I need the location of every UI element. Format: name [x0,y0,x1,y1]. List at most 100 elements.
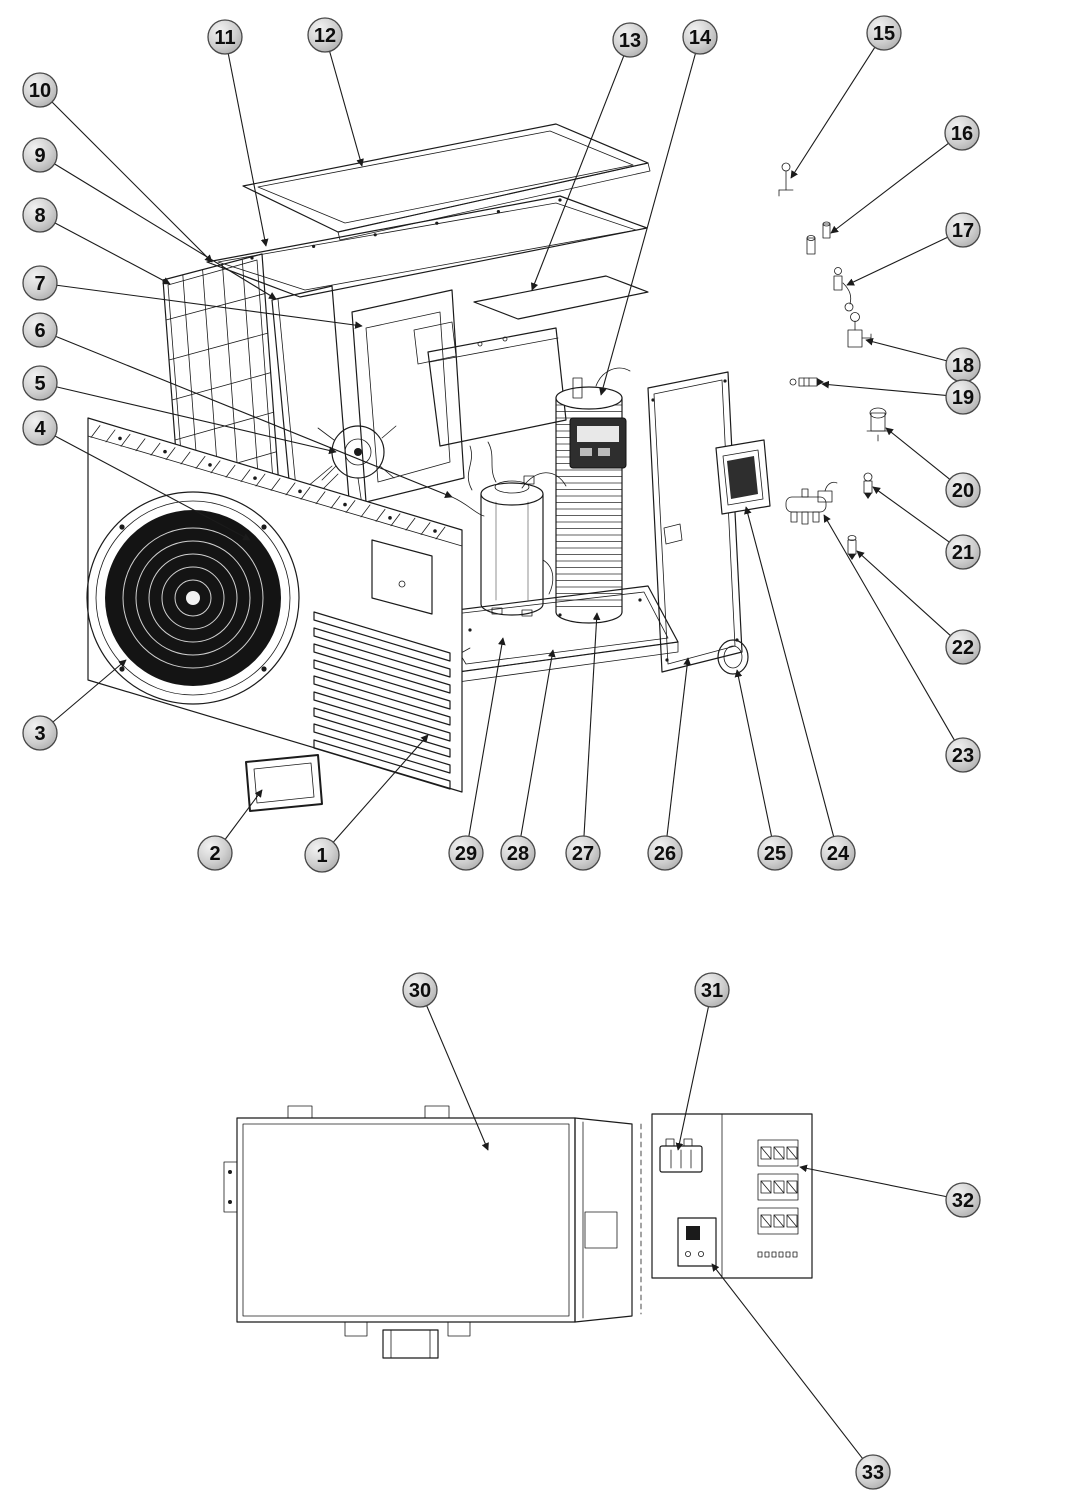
callout-leader [530,55,625,291]
callout-bubble [945,1182,981,1218]
part-15-fitting [778,162,794,197]
callout-17: 17 [846,212,981,286]
callout-leader [583,612,601,837]
callout-23: 23 [823,514,981,773]
callout-4: 4 [22,410,251,541]
callout-bubble [855,1454,891,1490]
callout-leader [666,657,692,837]
callout-leader [332,734,429,843]
callout-leader [224,789,263,840]
callout-18: 18 [865,338,981,383]
callout-bubble [945,629,981,665]
callout-13: 13 [530,22,648,291]
round-gasket [717,639,749,675]
callout-leader [675,1006,710,1151]
callout-9: 9 [22,137,277,300]
callout-number: 14 [689,27,712,49]
callout-number: 4 [34,418,46,440]
base-pan [424,585,679,683]
callout-bubble [945,534,981,570]
callout-leader [885,427,951,480]
callout-number: 17 [952,220,974,242]
callout-number: 28 [507,843,529,865]
callout-leader [54,435,251,541]
controller-display [569,417,627,469]
callout-8: 8 [22,197,171,285]
callout-bubble [612,22,648,58]
callout-leader [711,1263,864,1459]
callout-number: 21 [952,542,974,564]
panel-hatch [90,425,446,540]
callout-number: 7 [34,273,45,295]
callout-leader [227,53,269,247]
callout-number: 5 [34,373,45,395]
upper-exploded-view [86,123,890,812]
mid-top-panel [206,195,648,298]
part-17-sensor [833,267,854,312]
callout-number: 23 [952,745,974,767]
terminal-blocks [757,1139,799,1258]
lower-chassis-view [223,1105,813,1359]
callout-leader [865,338,947,362]
callout-30: 30 [402,972,489,1151]
relay [659,1138,703,1173]
callout-leader [520,649,556,837]
callout-leader [846,236,948,286]
callout-leader [599,53,696,396]
callout-number: 13 [619,30,641,52]
callout-1: 1 [304,734,429,873]
callout-bubble [22,365,58,401]
callout-6: 6 [22,312,453,498]
callout-number: 29 [455,843,477,865]
callout-number: 11 [214,27,235,49]
part-20-cap [866,407,890,442]
callout-5: 5 [22,365,337,455]
part-18-valve [847,312,872,348]
louver-vents [313,611,451,790]
callout-number: 24 [827,843,850,865]
callout-leader [52,659,127,723]
strip-screws [118,436,437,533]
callout-leader [799,1164,947,1198]
part-21-fitting [863,472,873,499]
part-22-fitting [847,535,857,560]
callout-25: 25 [734,669,793,871]
callout-leader [468,637,506,837]
callout-bubble [22,265,58,301]
callout-19: 19 [821,379,981,415]
callout-number: 6 [34,320,45,342]
callout-3: 3 [22,659,127,751]
display-window-bezel [245,754,323,812]
callout-bubble [757,835,793,871]
callout-12: 12 [307,17,364,167]
upper-electrical-box [427,327,567,491]
callout-bubble [682,19,718,55]
compressor [480,475,544,617]
middle-partition-box [351,289,465,503]
callout-bubble [22,715,58,751]
callout-bubble [22,72,58,108]
callout-number: 33 [862,1462,884,1484]
part-23-four-way-valve [785,481,838,525]
callout-bubble [500,835,536,871]
callout-bubble [22,410,58,446]
callout-number: 31 [701,980,723,1002]
callout-number: 2 [209,843,220,865]
insulation-sheet [473,275,649,320]
callout-bubble [565,835,601,871]
callout-20: 20 [885,427,981,508]
panel-cutout [371,539,433,615]
callout-number: 18 [952,355,974,377]
callout-number: 25 [764,843,786,865]
callout-bubble [945,212,981,248]
callout-7: 7 [22,265,363,329]
callout-bubble [448,835,484,871]
fan-grille-rings [122,527,264,669]
callout-number: 10 [29,80,51,102]
callout-bubble [22,197,58,233]
callout-33: 33 [711,1263,891,1490]
callout-bubble [207,19,243,55]
control-module [677,1217,717,1267]
